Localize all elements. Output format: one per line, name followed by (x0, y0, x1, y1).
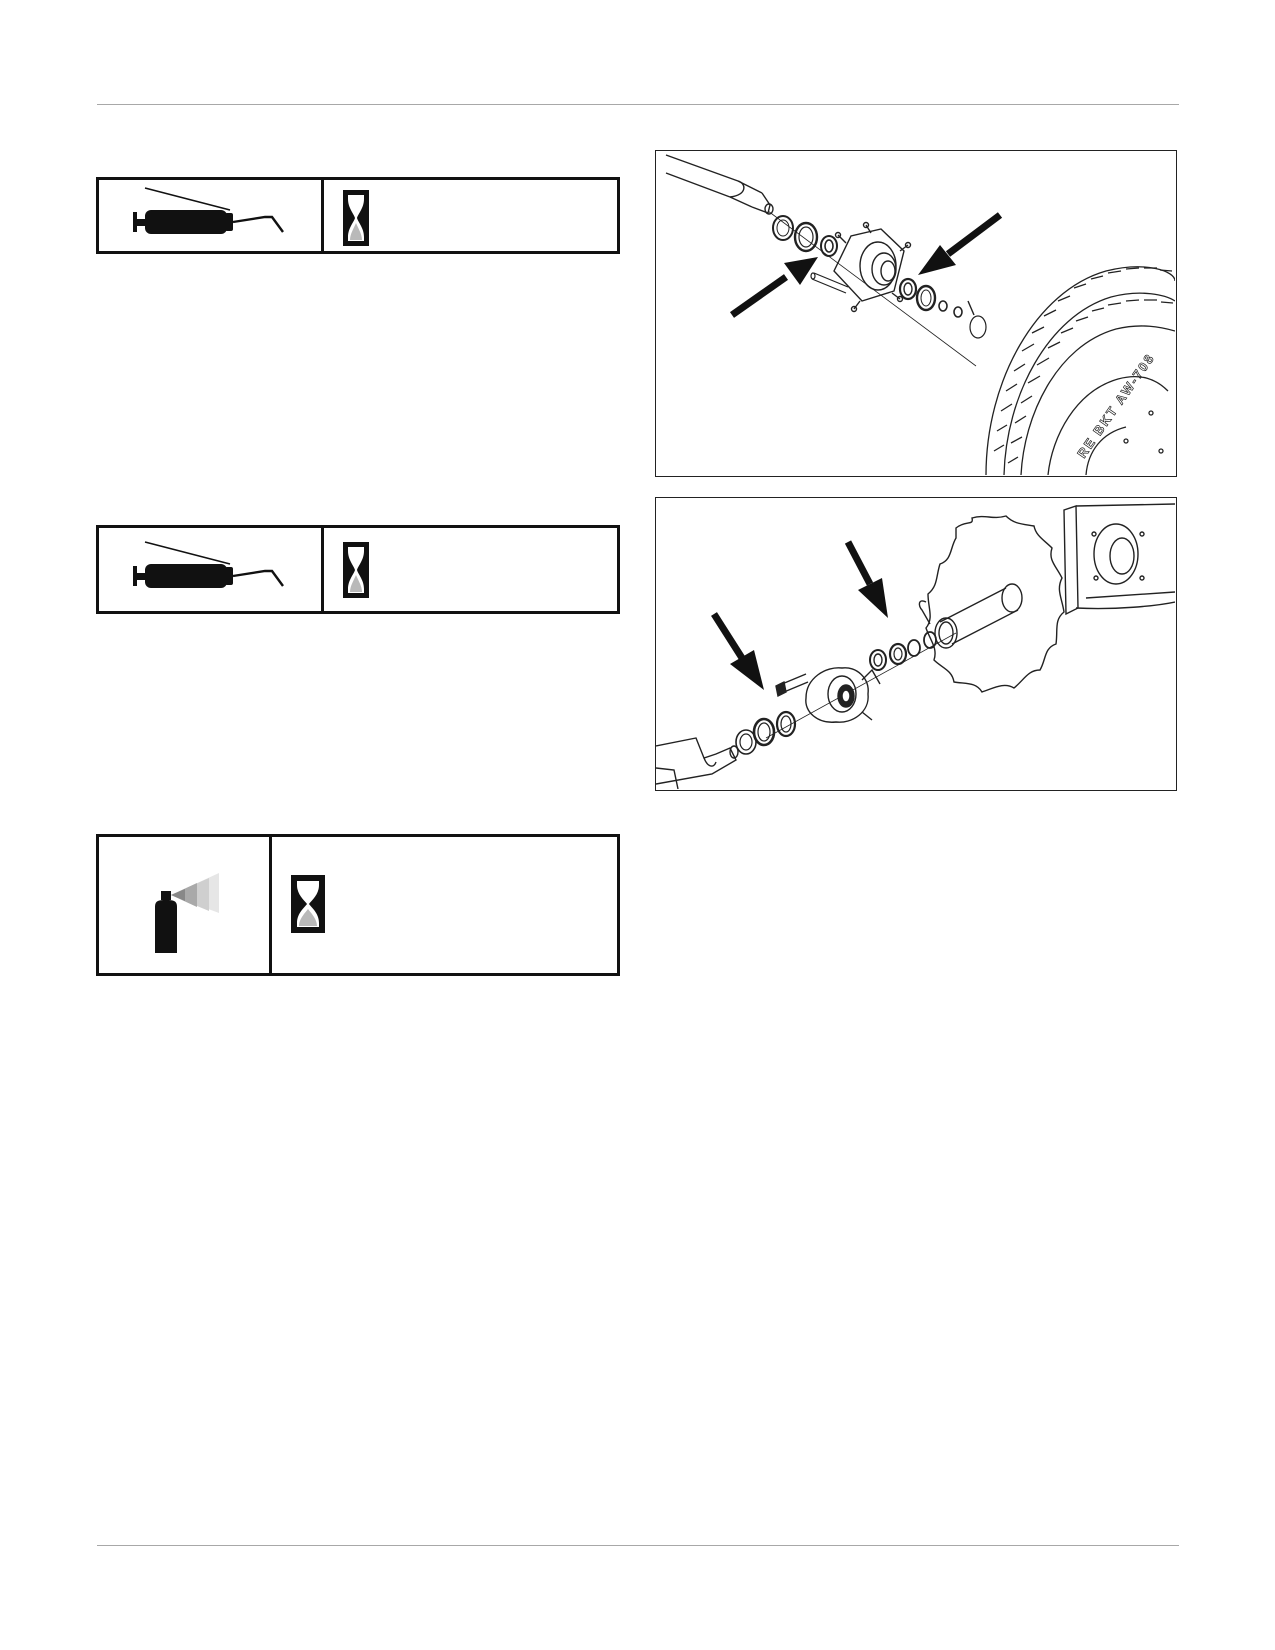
cotter-pin-and-parts (869, 600, 937, 671)
footer-rule (97, 1545, 1179, 1546)
lube-card-divider (321, 528, 324, 611)
grease-gun-icon (133, 187, 284, 234)
inner-bearing-and-seal (735, 710, 797, 755)
wheel-hub-diagram: RE BKT AW-708 (665, 154, 1175, 475)
disc-hub-diagram (656, 503, 1175, 789)
seal-and-inner-bearing (772, 215, 838, 257)
lube-card-1 (96, 177, 620, 254)
figure-disc-hub (655, 497, 1177, 791)
wheel-stud (810, 272, 849, 294)
wheel-hub (833, 221, 912, 313)
mount-bracket (1063, 503, 1175, 616)
callout-arrow (711, 612, 764, 690)
lube-card-divider (321, 180, 324, 251)
callout-arrow (729, 257, 818, 318)
disc-hub (805, 667, 881, 723)
header-rule (97, 104, 1179, 105)
tire (985, 266, 1175, 475)
scalloped-disc (925, 515, 1065, 693)
lube-card-2 (96, 525, 620, 614)
grease-gun-icon (133, 541, 284, 588)
wheel-stud (775, 673, 809, 698)
spray-can-icon (155, 873, 219, 953)
hourglass-icon (291, 875, 325, 933)
lube-card-divider (269, 837, 272, 973)
lube-card-3 (96, 834, 620, 976)
callout-arrow (918, 212, 1003, 275)
callout-arrow (844, 540, 888, 618)
hourglass-icon (343, 190, 369, 246)
outer-bearing-and-parts (898, 277, 987, 339)
spindle (665, 154, 774, 215)
figure-wheel-hub: RE BKT AW-708 (655, 150, 1177, 477)
spacer-spool (934, 583, 1023, 649)
spindle-arm (656, 737, 739, 789)
tire-marking: RE BKT AW-708 (1074, 350, 1158, 460)
hourglass-icon (343, 542, 369, 598)
